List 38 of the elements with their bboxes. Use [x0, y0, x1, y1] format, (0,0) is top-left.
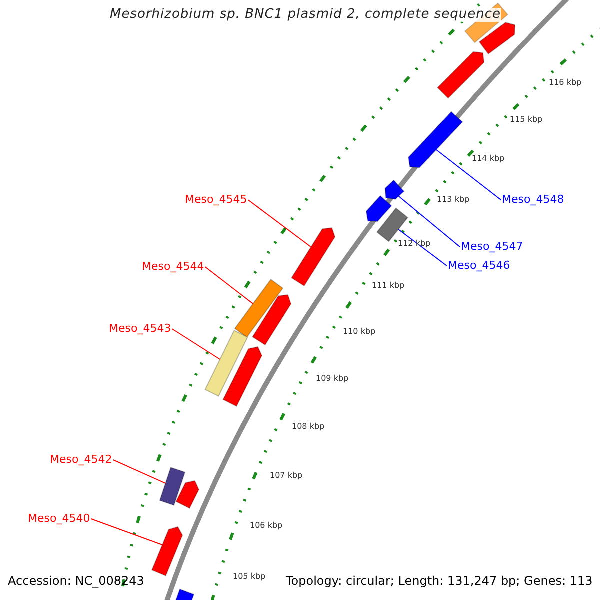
- tick-label: 106 kbp: [250, 522, 283, 531]
- tick-label: 114 kbp: [472, 155, 505, 164]
- gene-label: Meso_4540: [28, 513, 90, 526]
- tick-label: 116 kbp: [549, 79, 582, 88]
- leader-line: [436, 149, 502, 200]
- gene-label: Meso_4543: [109, 323, 172, 336]
- leader-line: [248, 200, 312, 248]
- gene-label: Meso_4544: [142, 261, 204, 274]
- gene-feature: [291, 227, 336, 287]
- info-text: Accession: NC_008243: [8, 575, 144, 588]
- gene-feature: [384, 180, 405, 200]
- tick-label: 111 kbp: [372, 282, 405, 291]
- tick-label: 115 kbp: [510, 116, 543, 125]
- gene-label: Meso_4547: [461, 241, 524, 254]
- leader-line: [112, 460, 166, 484]
- gene-label: Meso_4545: [185, 194, 248, 206]
- gene-feature: [151, 526, 184, 577]
- tick-label: 110 kbp: [343, 328, 376, 337]
- gene-label: Meso_4548: [502, 194, 564, 206]
- tick-label: 108 kbp: [292, 423, 325, 432]
- tick-label: 109 kbp: [316, 375, 349, 384]
- gene-feature: [408, 111, 464, 168]
- gene-block: [234, 278, 284, 338]
- gene-block: [159, 466, 186, 506]
- title: Mesorhizobium sp. BNC1 plasmid 2, complete sequence: [110, 8, 502, 22]
- info-text: Topology: circular; Length: 131,247 bp; Genes: 113: [286, 575, 593, 588]
- gene-label: Meso_4542: [50, 454, 112, 466]
- leader-line: [398, 229, 448, 266]
- gene-label: Meso_4546: [448, 260, 510, 272]
- tick-label: 107 kbp: [270, 472, 303, 481]
- leader-line: [204, 266, 254, 304]
- leader-line: [90, 518, 163, 546]
- leader-line: [172, 328, 221, 360]
- tick-label: 113 kbp: [437, 196, 470, 205]
- tick-label: 105 kbp: [233, 573, 266, 582]
- tick-label: 112 kbp: [398, 240, 431, 249]
- leader-line: [398, 196, 460, 248]
- gene-block: [204, 330, 248, 397]
